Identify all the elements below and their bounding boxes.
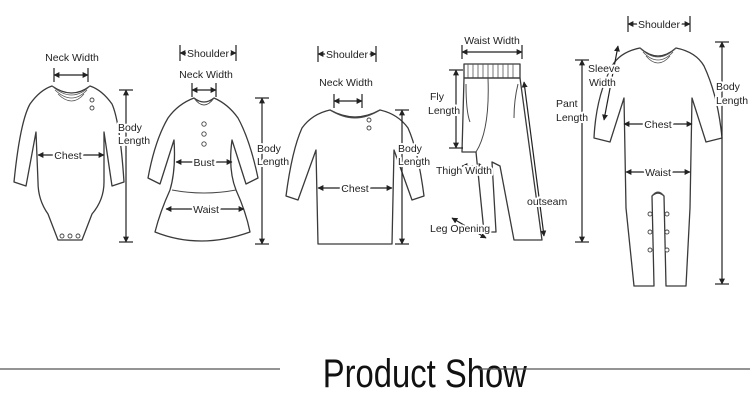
fly-length-label: Length (428, 105, 460, 117)
sleeve-width-label: Width (589, 77, 616, 89)
neck-width-label: Neck Width (179, 69, 233, 81)
shoulder-label: Shoulder (638, 19, 681, 31)
bodysuit-figure: Neck Width Chest Body Length (13, 52, 152, 243)
shirt-collar (329, 109, 381, 119)
romper-snap (664, 247, 670, 253)
footer: Product Show (0, 351, 750, 396)
romper-snap (664, 229, 670, 235)
leg-opening-label: Leg Opening (430, 223, 490, 235)
body-length-label: Body (716, 81, 741, 93)
romper-snap (647, 211, 653, 217)
dress-figure: Shoulder Neck Width Bust Waist Body Leng… (147, 45, 291, 245)
bodysuit-snap (67, 233, 73, 239)
bodysuit-outline (13, 85, 125, 241)
dress-button (201, 141, 207, 147)
bodysuit-snap (59, 233, 65, 239)
body-length-label: Body (118, 122, 143, 134)
waist-label: Waist (645, 167, 671, 179)
thigh-width-label: Thigh Width (436, 165, 492, 177)
dress-button (201, 131, 207, 137)
dress-collar (193, 97, 215, 106)
body-length-label: Length (398, 156, 430, 168)
pants-waistband-rib (467, 64, 514, 78)
outseam-arrow (521, 81, 547, 237)
shirt-button (366, 125, 372, 131)
shoulder-label: Shoulder (187, 48, 230, 60)
dress-seam (171, 189, 237, 194)
waist-label: Waist (193, 204, 219, 216)
romper-snap (647, 247, 653, 253)
chest-label: Chest (54, 150, 82, 162)
pants-pocket (465, 83, 519, 123)
pants-figure: Waist Width Fly Length Pant Length Thigh… (426, 35, 590, 243)
romper-snap-row (651, 191, 665, 197)
pant-length-label: Pant (556, 98, 578, 110)
neck-width-label: Neck Width (45, 52, 99, 64)
bodysuit-button (89, 105, 95, 111)
body-length-label: Length (118, 135, 150, 147)
shirt-figure: Shoulder Neck Width Chest Body Length (285, 46, 432, 245)
pant-length-label: Length (556, 112, 588, 124)
pants-fly-seam (475, 77, 489, 153)
bodysuit-collar (51, 85, 91, 102)
pants-outline (461, 77, 543, 241)
body-length-label: Length (716, 95, 748, 107)
romper-snap (664, 211, 670, 217)
shirt-button (366, 117, 372, 123)
fly-length-label: Fly (430, 91, 445, 103)
chest-label: Chest (644, 119, 672, 131)
bodysuit-button (89, 97, 95, 103)
footer-title: Product Show (323, 351, 528, 396)
romper-figure: Shoulder Sleeve Width Chest Waist Body L… (586, 16, 750, 287)
sleeve-width-arrow (602, 45, 620, 121)
neck-width-label: Neck Width (319, 77, 373, 89)
shirt-outline (285, 109, 425, 245)
chest-label: Chest (341, 183, 369, 195)
body-length-label: Body (257, 143, 282, 155)
body-length-label: Length (257, 156, 289, 168)
dress-button (201, 121, 207, 127)
romper-collar (639, 47, 677, 64)
leg-opening-arrow (451, 217, 487, 239)
bodysuit-snap (75, 233, 81, 239)
pants-waistband (463, 63, 521, 79)
waist-width-label: Waist Width (464, 35, 520, 47)
shoulder-label: Shoulder (326, 49, 369, 61)
sleeve-width-label: Sleeve (588, 63, 620, 75)
romper-snap (647, 229, 653, 235)
bust-label: Bust (193, 157, 214, 169)
dress-outline (147, 97, 259, 242)
outseam-label: outseam (527, 196, 568, 208)
body-length-label: Body (398, 143, 423, 155)
